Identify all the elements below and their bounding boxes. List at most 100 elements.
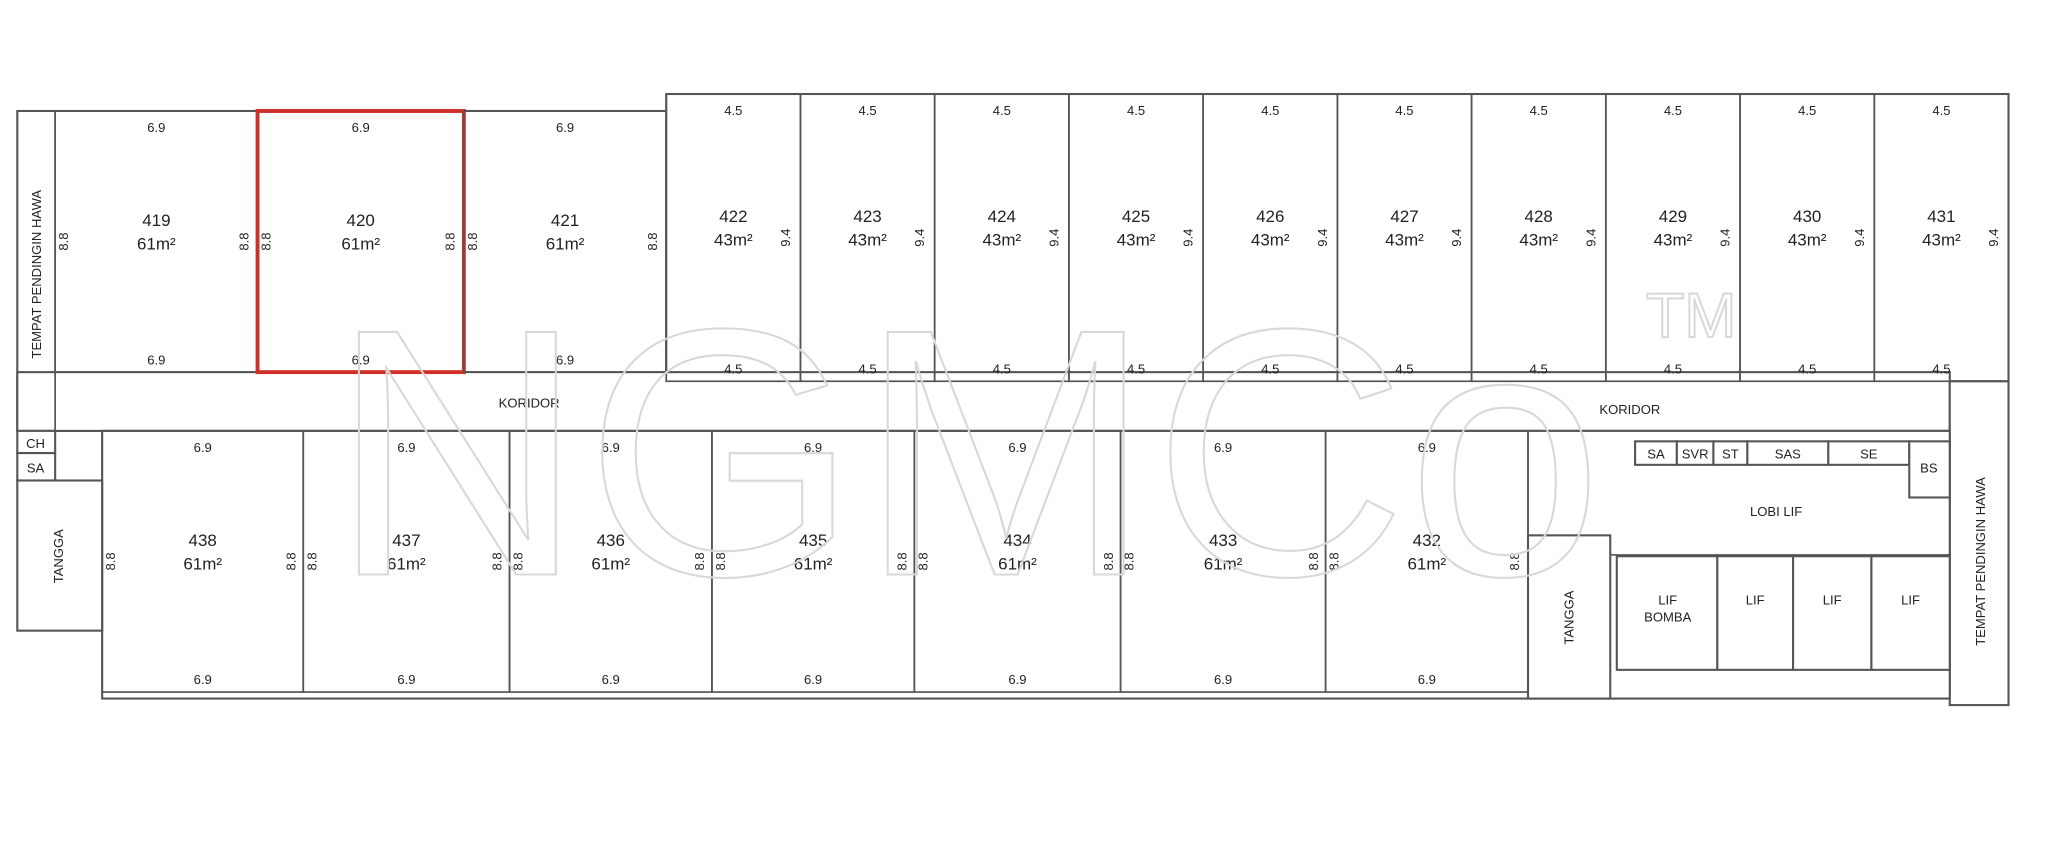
room-area: 61m² [546, 234, 585, 253]
room-area: 61m² [387, 554, 426, 573]
room-width-bottom: 6.9 [397, 672, 415, 687]
room-depth: 8.8 [1327, 552, 1342, 570]
room-area: 43m² [1385, 230, 1424, 249]
room-depth: 8.8 [1122, 552, 1137, 570]
room-width-top: 6.9 [397, 440, 415, 455]
room-number: 430 [1793, 207, 1821, 226]
corridor-label: KORIDOR [499, 395, 560, 410]
room-width-bottom: 6.9 [1008, 672, 1026, 687]
room-number: 428 [1525, 207, 1553, 226]
room-431[interactable] [1873, 93, 2010, 383]
room-area: 43m² [848, 230, 887, 249]
room-width-top: 4.5 [724, 103, 742, 118]
room-area: 43m² [1922, 230, 1961, 249]
room-width-bottom: 4.5 [993, 361, 1011, 376]
sas-label: SAS [1775, 446, 1801, 461]
room-depth: 9.4 [1718, 229, 1733, 247]
room-area: 43m² [982, 230, 1021, 249]
room-area: 43m² [1654, 230, 1693, 249]
room-area: 61m² [1407, 554, 1446, 573]
room-depth: 8.8 [645, 232, 660, 250]
room-depth: 8.8 [283, 552, 298, 570]
bs-label: BS [1920, 461, 1938, 476]
room-width-top: 4.5 [993, 103, 1011, 118]
room-area: 61m² [137, 234, 176, 253]
svr-label: SVR [1682, 446, 1709, 461]
ch-label: CH [26, 436, 45, 451]
room-width-bottom: 6.9 [147, 352, 165, 367]
room-depth: 8.8 [490, 552, 505, 570]
room-depth: 8.8 [713, 552, 728, 570]
room-number: 420 [347, 211, 375, 230]
room-width-top: 4.5 [1261, 103, 1279, 118]
room-depth: 9.4 [1315, 229, 1330, 247]
room-width-top: 4.5 [1798, 103, 1816, 118]
room-number: 422 [719, 207, 747, 226]
room-number: 437 [392, 531, 420, 550]
room-width-top: 4.5 [1395, 103, 1413, 118]
room-number: 424 [988, 207, 1016, 226]
room-depth: 8.8 [443, 232, 458, 250]
room-depth: 9.4 [778, 229, 793, 247]
room-number: 432 [1413, 531, 1441, 550]
room-width-bottom: 6.9 [556, 352, 574, 367]
room-width-bottom: 4.5 [1664, 361, 1682, 376]
room-depth: 8.8 [1507, 552, 1522, 570]
room-width-bottom: 4.5 [1798, 361, 1816, 376]
stairs-label-right: TANGGA [1562, 590, 1577, 644]
room-width-top: 6.9 [1008, 440, 1026, 455]
room-number: 419 [142, 211, 170, 230]
se-label: SE [1860, 446, 1878, 461]
room-depth: 8.8 [1101, 552, 1116, 570]
lift-lobby-label: LOBI LIF [1750, 504, 1802, 519]
room-depth: 9.4 [1852, 229, 1867, 247]
room-width-top: 6.9 [147, 120, 165, 135]
corridor-label: KORIDOR [1599, 402, 1660, 417]
room-depth: 8.8 [259, 232, 274, 250]
room-number: 427 [1390, 207, 1418, 226]
left-strip-label: TEMPAT PENDINGIN HAWA [29, 190, 44, 359]
room-width-top: 6.9 [602, 440, 620, 455]
room-area: 61m² [183, 554, 222, 573]
room-width-bottom: 4.5 [1261, 361, 1279, 376]
room-depth: 8.8 [236, 232, 251, 250]
room-depth: 9.4 [912, 229, 927, 247]
watermark: NGMCo [330, 256, 1603, 650]
room-depth: 9.4 [1986, 229, 2001, 247]
room-depth: 8.8 [511, 552, 526, 570]
room-depth: 9.4 [1583, 229, 1598, 247]
room-depth: 8.8 [56, 232, 71, 250]
room-depth: 8.8 [894, 552, 909, 570]
room-width-top: 4.5 [1530, 103, 1548, 118]
room-width-top: 6.9 [556, 120, 574, 135]
room-area: 61m² [341, 234, 380, 253]
room-width-bottom: 4.5 [859, 361, 877, 376]
room-width-bottom: 6.9 [1418, 672, 1436, 687]
room-number: 429 [1659, 207, 1687, 226]
room-width-top: 4.5 [859, 103, 877, 118]
room-width-top: 4.5 [1127, 103, 1145, 118]
room-depth: 9.4 [1449, 229, 1464, 247]
room-width-top: 6.9 [352, 120, 370, 135]
room-area: 61m² [998, 554, 1037, 573]
lift-label: LIF [1901, 593, 1920, 608]
room-area: 43m² [1788, 230, 1827, 249]
room-number: 421 [551, 211, 579, 230]
room-width-bottom: 4.5 [724, 361, 742, 376]
watermark-tm: TM [1646, 281, 1736, 351]
room-width-bottom: 4.5 [1395, 361, 1413, 376]
room-width-bottom: 6.9 [602, 672, 620, 687]
room-depth: 9.4 [1181, 229, 1196, 247]
sa-service-label: SA [1647, 446, 1665, 461]
room-number: 425 [1122, 207, 1150, 226]
room-depth: 8.8 [1306, 552, 1321, 570]
room-width-top: 4.5 [1932, 103, 1950, 118]
rooms-layer: 419 61m² 6.9 6.9 8.8 420 61m² 6.9 6.9 8.8 421 61m² 6… [54, 93, 2010, 693]
room-width-bottom: 6.9 [194, 672, 212, 687]
room-width-top: 6.9 [1214, 440, 1232, 455]
room-depth: 8.8 [304, 552, 319, 570]
st-label: ST [1722, 446, 1739, 461]
room-number: 433 [1209, 531, 1237, 550]
room-width-bottom: 6.9 [352, 352, 370, 367]
